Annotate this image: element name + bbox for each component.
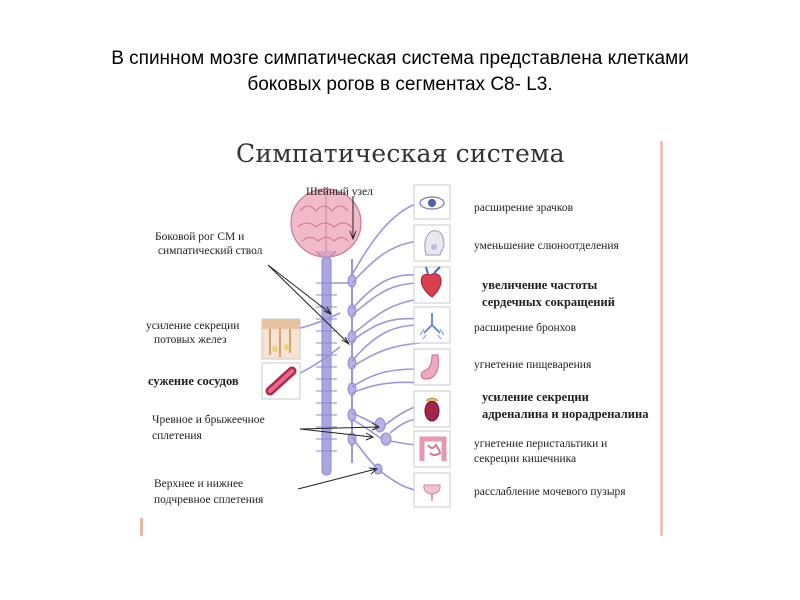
skin-icon xyxy=(262,319,300,359)
label-intestine-2: секреции кишечника xyxy=(474,452,576,466)
label-bronchi: расширение бронхов xyxy=(474,321,576,335)
label-celiac-1: Чревное и брыжеечное xyxy=(152,413,265,427)
label-bladder: расслабление мочевого пузыря xyxy=(474,485,626,499)
label-saliva: уменьшение слюноотделения xyxy=(474,239,619,253)
label-heart-1: увеличение частоты xyxy=(482,278,597,292)
intestine-icon xyxy=(414,431,450,467)
label-lateral-horn-2: симпатический ствол xyxy=(155,244,262,258)
label-hypogastric-1: Верхнее и нижнее xyxy=(154,477,243,491)
label-sweat-2: потовых желез xyxy=(154,333,227,347)
head-icon xyxy=(414,225,450,261)
eye-icon xyxy=(414,185,450,219)
spinal-cord xyxy=(322,257,331,475)
label-heart-2: сердечных сокращений xyxy=(482,295,615,309)
slide-title: В спинном мозге симпатическая система пр… xyxy=(40,46,760,98)
label-vessels: сужение сосудов xyxy=(148,374,239,388)
label-pupil: расширение зрачков xyxy=(474,201,573,215)
label-adrenal-2: адреналина и норадреналина xyxy=(482,407,648,421)
label-lateral-horn-1: Боковой рог СМ и xyxy=(155,230,244,244)
celiac-plexus-ganglia xyxy=(374,418,391,474)
label-hypogastric-2: подчревное сплетения xyxy=(154,493,263,507)
label-adrenal-1: усиление секреции xyxy=(482,390,589,404)
label-cervical-node: Шейный узел xyxy=(306,185,373,199)
label-sweat-1: усиление секреции xyxy=(146,319,239,333)
label-intestine-1: угнетение перистальтики и xyxy=(474,437,607,451)
brain-icon xyxy=(291,189,361,258)
label-digestion: угнетение пищеварения xyxy=(474,358,591,372)
vessel-icon xyxy=(262,363,300,399)
heart-icon xyxy=(414,267,450,303)
slide-title-line-1: В спинном мозге симпатическая система пр… xyxy=(40,46,760,72)
sympathetic-system-diagram: Симпатическая система xyxy=(140,133,664,536)
slide-title-line-2: боковых рогов в сегментах С8- L3. xyxy=(40,72,760,98)
bladder-icon xyxy=(414,473,450,507)
label-celiac-2: сплетения xyxy=(152,429,202,443)
lungs-icon xyxy=(414,307,450,343)
stomach-icon xyxy=(414,349,450,385)
adrenal-icon xyxy=(414,391,450,427)
